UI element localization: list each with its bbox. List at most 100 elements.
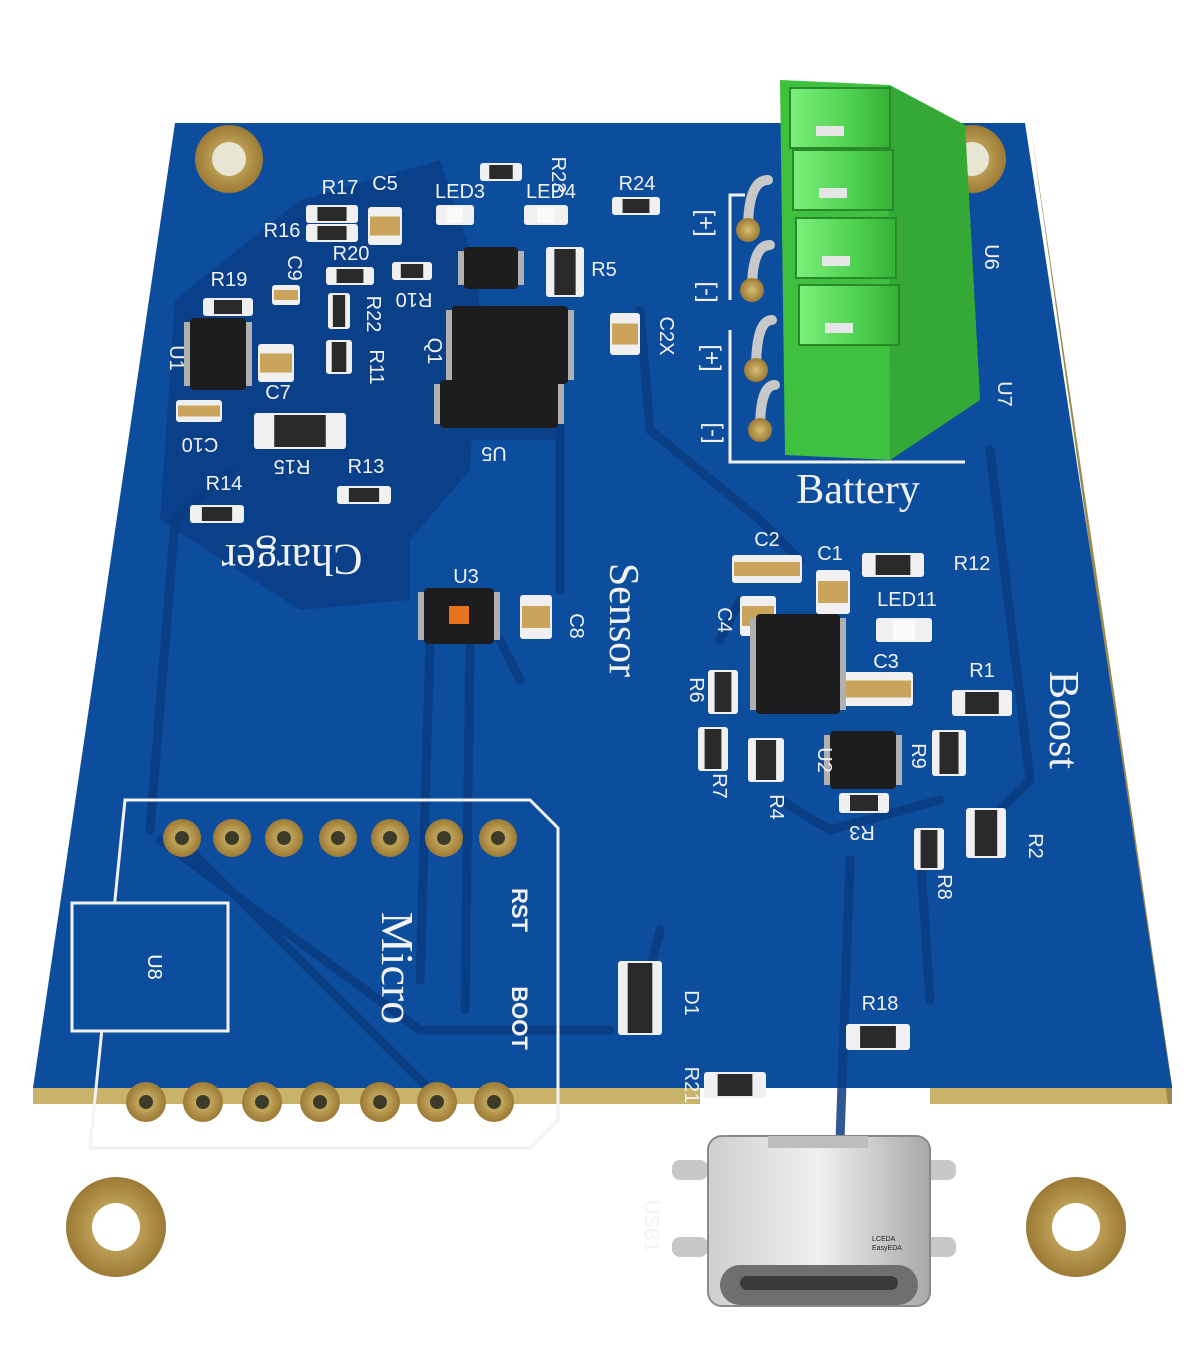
designator-u5: U5 [481,442,507,464]
designator-r20: R20 [333,243,370,265]
usb-logo-line2: EasyEDA [872,1245,902,1252]
designator-c3: C3 [873,651,899,673]
resistor-part [480,163,522,181]
designator-r15: R15 [274,455,311,477]
mark-plus-u6: [+] [692,209,719,236]
resistor-part [546,247,584,297]
silkscreen: Charger Sensor Boost Battery Micro RST B… [221,209,1086,1252]
label-micro: Micro [372,912,423,1024]
resistor-part [932,730,966,776]
ic-q1 [446,306,574,384]
designator-r19: R19 [211,269,248,291]
header-pad [242,1082,282,1122]
designator-r9: R9 [907,743,929,769]
designator-r18: R18 [862,993,899,1015]
designator-r22: R22 [362,296,384,333]
designator-r3: R3 [849,821,875,843]
header-pad [183,1082,223,1122]
designator-r6: R6 [685,677,707,703]
led-part [524,205,568,225]
capacitor-part [816,570,850,614]
header-pad [425,819,463,857]
designator-u6: U6 [980,244,1002,270]
resistor-part [306,224,358,242]
terminal-position [792,149,894,211]
ic-u1 [184,318,252,390]
designator-r7: R7 [708,773,730,799]
resistor-part [190,505,244,523]
resistor-part [708,670,738,714]
header-pad [163,819,201,857]
header-pad [479,819,517,857]
designator-u1: U1 [165,345,187,371]
ic-u2 [824,731,902,789]
capacitor-part [843,672,913,706]
label-charger: Charger [221,535,362,584]
resistor-part [914,828,944,870]
designator-r14: R14 [206,473,243,495]
usb-c-connector [672,1135,956,1307]
designator-r23: R23 [547,157,569,194]
resistor-part [254,413,346,449]
resistor-part [337,486,391,504]
mark-minus-u6: [-] [694,281,721,302]
terminal-position [789,87,891,149]
designator-r11: R11 [365,349,387,384]
resistor-part [392,262,432,280]
label-rst: RST [507,888,532,933]
usb-logo-line1: LCEDA [872,1236,896,1243]
resistor-part [618,961,662,1035]
designator-d1: D1 [680,990,702,1016]
terminal-position [798,284,900,346]
resistor-part [612,197,660,215]
capacitor-part [520,595,552,639]
resistor-part [839,793,889,813]
resistor-part [862,553,924,577]
led-part [436,205,474,225]
micro-header-top [163,819,517,857]
designator-q1: Q1 [423,338,445,365]
designator-u7: U7 [993,381,1015,407]
designator-led4: LED4 [526,181,576,203]
designator-r16: R16 [264,220,301,242]
ic-top-small [458,247,524,289]
header-pad [126,1082,166,1122]
designator-u3: U3 [453,566,479,588]
terminal-pads [736,218,772,442]
designator-r1: R1 [969,660,995,682]
capacitor-part [176,400,222,422]
resistor-part [966,808,1006,858]
label-boost: Boost [1040,671,1086,769]
designator-u2: U2 [813,747,835,773]
header-pad [371,819,409,857]
designator-r2: R2 [1024,833,1046,859]
header-pad [265,819,303,857]
designator-r8: R8 [933,874,955,900]
resistor-part [328,293,350,329]
designator-c7: C7 [265,382,291,404]
designator-r21: R21 [680,1067,702,1104]
label-boot: BOOT [507,986,532,1050]
terminal-position [795,217,897,279]
header-pad [300,1082,340,1122]
resistor-part [306,205,358,223]
resistor-part [846,1024,910,1050]
resistor-part [326,340,352,374]
designator-r5: R5 [591,259,617,281]
designator-r17: R17 [322,177,359,199]
header-pad [213,819,251,857]
designator-led3: LED3 [435,181,485,203]
designator-c10: C10 [182,433,219,455]
header-pad [360,1082,400,1122]
resistor-part [704,1072,766,1098]
designator-c2: C2 [754,529,780,551]
sensor-window [449,606,469,624]
mark-plus-u7: [+] [698,344,725,371]
header-pad [417,1082,457,1122]
header-pad [319,819,357,857]
capacitor-part [732,555,802,583]
capacitor-part [258,344,294,382]
led-part [876,618,932,642]
designator-r10: R10 [396,288,433,310]
